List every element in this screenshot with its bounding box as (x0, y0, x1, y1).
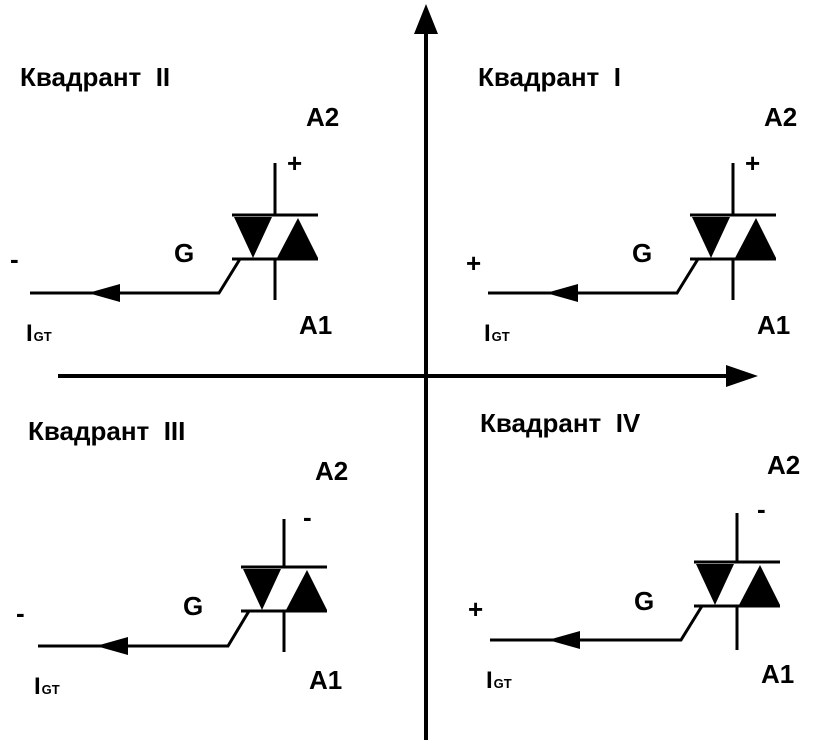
a2-polarity-sign: + (287, 148, 302, 178)
a2-label: A2 (315, 456, 348, 486)
gate-current-subscript: GT (34, 329, 52, 344)
gate-current-label: IGT (34, 673, 60, 700)
gate-current-symbol: I (34, 673, 41, 700)
gate-current-subscript: GT (42, 682, 60, 697)
triac-down-triangle (696, 564, 734, 605)
gate-current-subscript: GT (492, 329, 510, 344)
quadrant-4: Квадрант IV A2 - G + A1 IGT (468, 408, 800, 694)
gate-current-arrowhead (548, 631, 580, 649)
quadrant-title: Квадрант IV (480, 408, 641, 438)
horizontal-axis-arrowhead (726, 365, 758, 387)
axes (58, 4, 758, 740)
a2-label: A2 (767, 450, 800, 480)
gate-label: G (183, 591, 203, 621)
a2-polarity-sign: - (303, 502, 312, 532)
gate-current-symbol: I (486, 667, 493, 694)
a1-label: A1 (761, 659, 794, 689)
gate-current-arrowhead (88, 284, 120, 302)
triac-up-triangle (735, 218, 776, 258)
a1-label: A1 (309, 665, 342, 695)
gate-current-arrowhead (546, 284, 578, 302)
triac-up-triangle (277, 218, 318, 258)
gate-polarity-sign: - (10, 244, 19, 274)
gate-current-label: IGT (486, 667, 512, 694)
a2-polarity-sign: - (757, 494, 766, 524)
gate-label: G (174, 238, 194, 268)
quadrant-2: Квадрант II A2 + G - A1 IGT (10, 62, 339, 347)
gate-current-symbol: I (26, 320, 33, 347)
a2-label: A2 (306, 102, 339, 132)
triac-down-triangle (234, 217, 272, 258)
gate-current-symbol: I (484, 320, 491, 347)
gate-current-label: IGT (26, 320, 52, 347)
gate-polarity-sign: - (16, 598, 25, 628)
quadrant-3: Квадрант III A2 - G - A1 IGT (16, 416, 348, 700)
a2-polarity-sign: + (745, 148, 760, 178)
gate-current-subscript: GT (494, 676, 512, 691)
triac-down-triangle (692, 217, 730, 258)
a1-label: A1 (299, 310, 332, 340)
triac-up-triangle (739, 565, 780, 605)
quadrant-title: Квадрант II (20, 62, 170, 92)
gate-current-arrowhead (96, 637, 128, 655)
gate-current-wire (488, 258, 700, 295)
a1-label: A1 (757, 310, 790, 340)
gate-current-label: IGT (484, 320, 510, 347)
gate-current-wire (30, 258, 242, 295)
gate-current-wire (490, 605, 704, 642)
gate-label: G (632, 238, 652, 268)
gate-polarity-sign: + (466, 248, 481, 278)
a2-label: A2 (764, 102, 797, 132)
triac-down-triangle (243, 569, 281, 610)
quadrant-title: Квадрант III (28, 416, 185, 446)
gate-current-wire (38, 610, 251, 648)
triac-up-triangle (286, 570, 327, 610)
gate-polarity-sign: + (468, 594, 483, 624)
quadrant-1: Квадрант I A2 + G + A1 IGT (466, 62, 797, 347)
vertical-axis-arrowhead (414, 4, 438, 34)
gate-label: G (634, 586, 654, 616)
quadrant-title: Квадрант I (478, 62, 621, 92)
